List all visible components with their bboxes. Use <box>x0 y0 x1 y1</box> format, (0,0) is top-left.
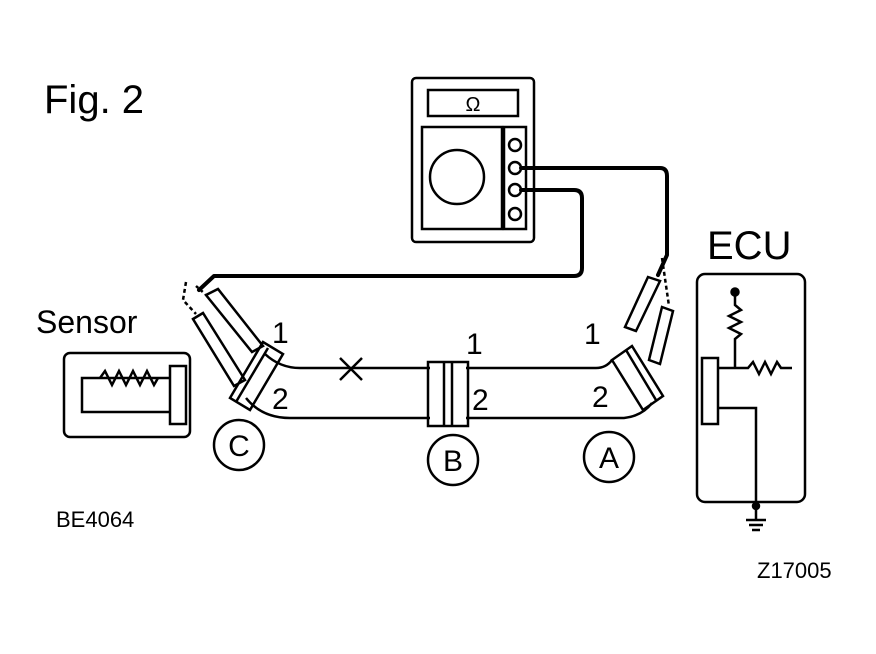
connector-b-pin1: 1 <box>466 328 483 361</box>
connector-b-pin2: 2 <box>472 384 489 417</box>
connector-a-body <box>610 344 665 412</box>
ecu <box>695 272 807 532</box>
ohmmeter-jack-panel <box>502 125 528 231</box>
ecu-ground-line <box>718 406 758 506</box>
figure-title: Fig. 2 <box>44 78 144 122</box>
wire-pin2-c-b <box>245 397 430 420</box>
meter-leads <box>197 166 669 292</box>
sensor-plug <box>168 364 188 426</box>
probes-connector-a <box>623 257 675 366</box>
connector-a-pin2: 2 <box>592 381 609 414</box>
lead-to-connector-a <box>519 166 669 277</box>
wire-pin2-b-a <box>466 402 653 420</box>
lead-to-connector-c <box>197 188 584 292</box>
ecu-body <box>695 272 807 504</box>
probe-c-left <box>191 311 247 388</box>
wire-pin1-b-a <box>466 359 613 370</box>
probes-connector-c <box>181 281 265 388</box>
figure-code-left: BE4064 <box>56 507 134 532</box>
sensor <box>62 351 192 439</box>
connector-c-body <box>228 340 285 412</box>
probe-c-right <box>204 287 265 354</box>
figure-code-right: Z17005 <box>757 558 832 583</box>
connector-c-pin2: 2 <box>272 383 289 416</box>
ohmmeter-display <box>426 88 520 118</box>
ohmmeter-dial <box>428 148 486 206</box>
sensor-resistor-icon <box>98 368 160 388</box>
connector-b-letter: B <box>443 445 463 478</box>
jack-4 <box>507 206 523 222</box>
ecu-pullup-resistor-icon <box>726 292 744 368</box>
ecu-label: ECU <box>707 224 791 268</box>
probe-a-left <box>623 275 662 333</box>
connector-a-badge <box>582 430 636 484</box>
connector-a <box>610 344 665 412</box>
sensor-label: Sensor <box>36 304 138 340</box>
connector-c <box>228 340 285 412</box>
connector-b-badge <box>426 433 480 487</box>
connector-a-letter: A <box>599 442 619 475</box>
ground-icon <box>746 506 766 532</box>
ohmmeter-dial-panel <box>420 125 504 231</box>
wire-pin1-c-b <box>264 353 430 370</box>
ohmmeter <box>410 76 536 244</box>
sensor-body <box>62 351 192 439</box>
ohmmeter-body <box>410 76 536 244</box>
ohm-symbol-icon: Ω <box>466 94 481 116</box>
connector-c-badge <box>212 418 266 472</box>
ecu-connector <box>700 356 720 426</box>
connector-b-body <box>426 360 470 428</box>
probe-c-tip-wire <box>181 281 197 315</box>
ecu-input-resistor-icon <box>718 359 792 377</box>
connector-c-pin1: 1 <box>272 317 289 350</box>
connector-a-pin1: 1 <box>584 318 601 351</box>
probe-a-right <box>647 305 675 366</box>
connector-c-letter: C <box>228 430 250 463</box>
jack-1 <box>507 137 523 153</box>
connector-b <box>426 360 470 428</box>
